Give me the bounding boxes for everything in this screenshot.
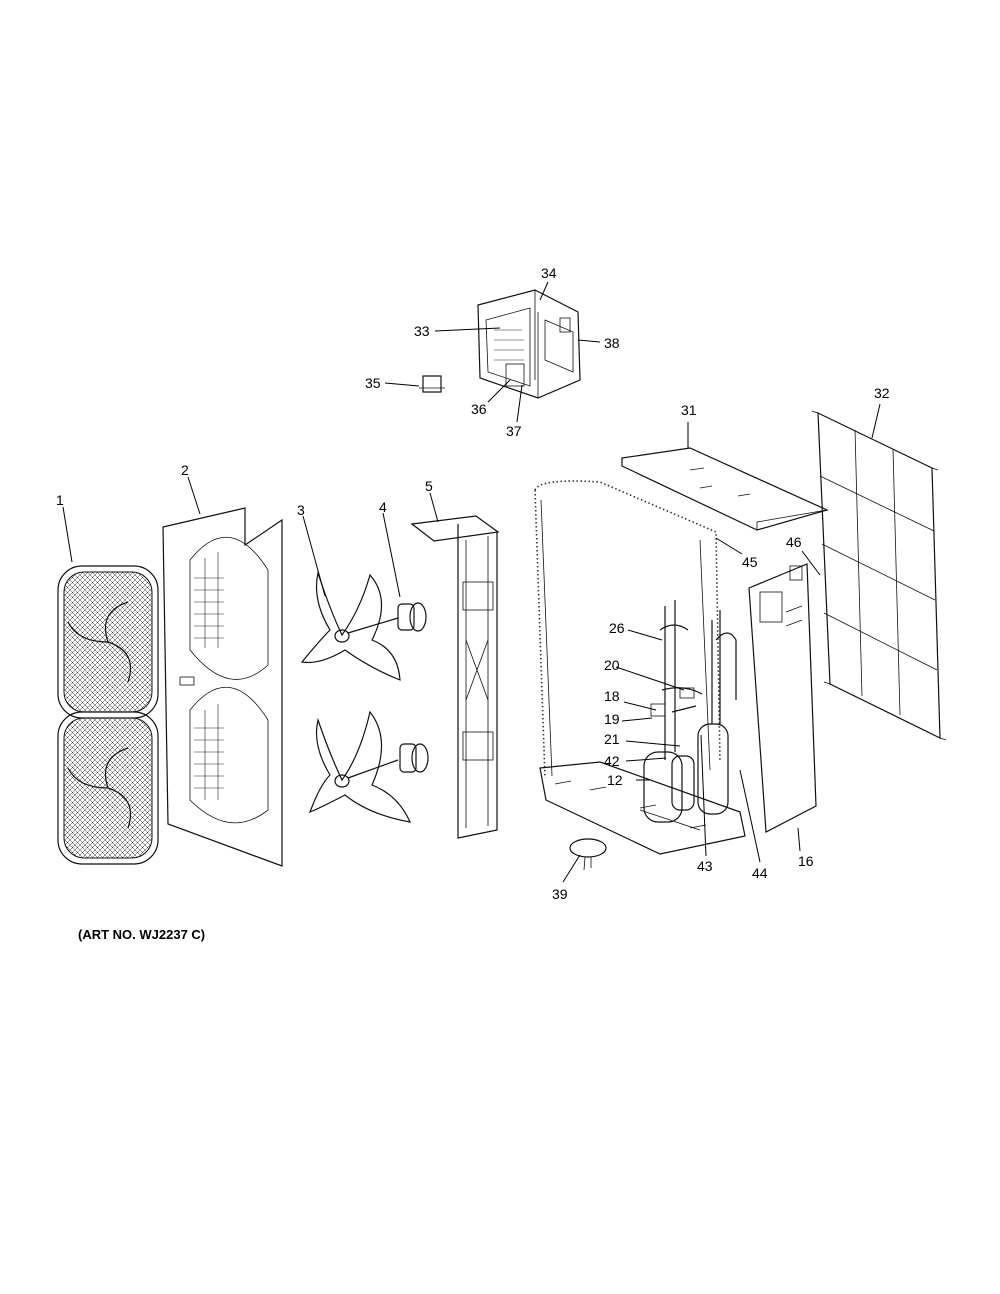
fan-blade-lower bbox=[308, 710, 412, 823]
coil-and-base bbox=[534, 480, 746, 855]
callout-26: 26 bbox=[609, 620, 625, 636]
callout-5: 5 bbox=[425, 478, 433, 494]
callout-44: 44 bbox=[752, 865, 768, 881]
callout-4: 4 bbox=[379, 499, 387, 515]
motor-support-bracket bbox=[410, 515, 500, 839]
callout-42: 42 bbox=[604, 753, 620, 769]
leader-lines bbox=[62, 281, 881, 883]
callout-46: 46 bbox=[786, 534, 802, 550]
fan-motor-upper bbox=[347, 602, 427, 634]
callout-1: 1 bbox=[56, 492, 64, 508]
fan-grille-upper bbox=[57, 565, 159, 719]
callout-32: 32 bbox=[874, 385, 890, 401]
fan-blade-upper bbox=[300, 570, 401, 681]
callout-45: 45 bbox=[742, 554, 758, 570]
art-number-label: (ART NO. WJ2237 C) bbox=[78, 927, 206, 942]
front-panel bbox=[162, 507, 283, 867]
callout-37: 37 bbox=[506, 423, 522, 439]
fan-grille-lower bbox=[57, 711, 159, 865]
callout-3: 3 bbox=[297, 502, 305, 518]
callout-12: 12 bbox=[607, 772, 623, 788]
compressor-heater bbox=[569, 838, 607, 871]
callout-43: 43 bbox=[697, 858, 713, 874]
callout-34: 34 bbox=[541, 265, 557, 281]
callout-21: 21 bbox=[604, 731, 620, 747]
transformer bbox=[419, 375, 445, 393]
callout-39: 39 bbox=[552, 886, 568, 902]
callout-19: 19 bbox=[604, 711, 620, 727]
callout-20: 20 bbox=[604, 657, 620, 673]
callout-31: 31 bbox=[681, 402, 697, 418]
callout-16: 16 bbox=[798, 853, 814, 869]
callout-36: 36 bbox=[471, 401, 487, 417]
control-box-assembly bbox=[477, 289, 581, 399]
callout-35: 35 bbox=[365, 375, 381, 391]
rear-wire-grille bbox=[811, 410, 947, 741]
fan-motor-lower bbox=[347, 743, 429, 779]
callout-38: 38 bbox=[604, 335, 620, 351]
compressor-assembly bbox=[639, 600, 737, 831]
callout-33: 33 bbox=[414, 323, 430, 339]
callout-18: 18 bbox=[604, 688, 620, 704]
callout-2: 2 bbox=[181, 462, 189, 478]
side-panel bbox=[748, 563, 817, 833]
top-cover bbox=[621, 447, 829, 531]
callout-labels: 1 2 3 4 5 12 16 18 19 20 21 26 31 32 33 … bbox=[56, 265, 890, 902]
